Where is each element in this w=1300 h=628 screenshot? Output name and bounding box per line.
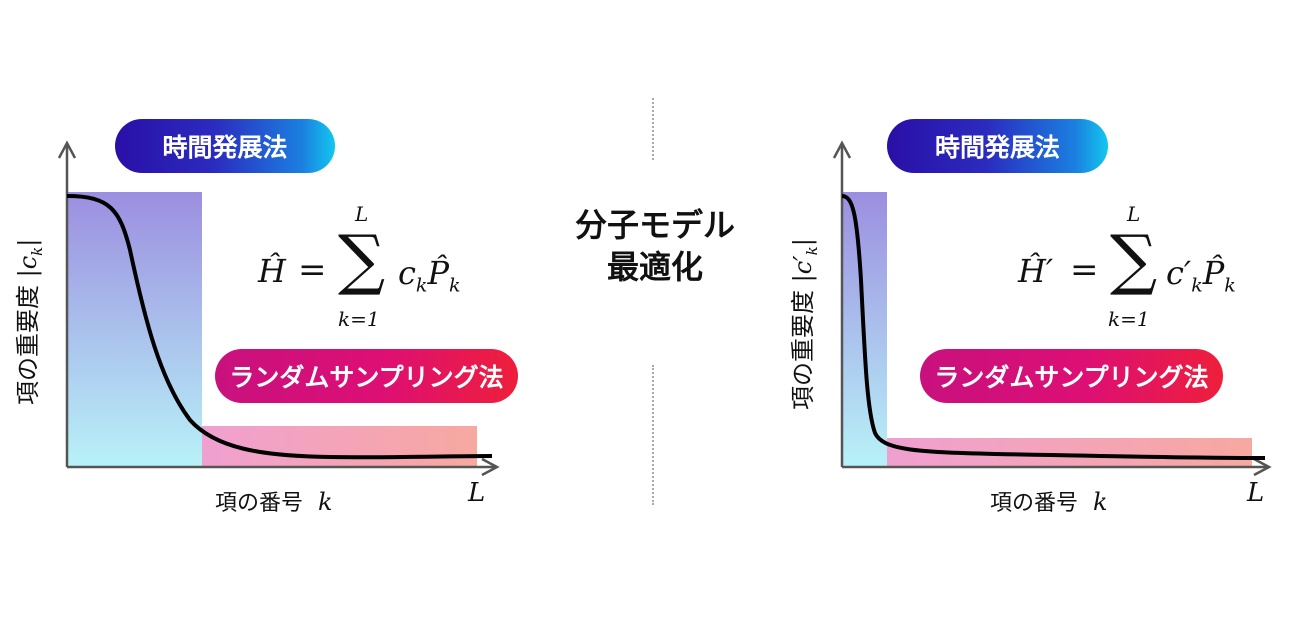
time-evolution-label: 時間発展法 — [887, 119, 1108, 173]
x-axis-label: 項の番号 k — [990, 485, 1108, 517]
formula-lhs: Ĥ′ — [1018, 252, 1054, 290]
y-axis-arrowhead — [57, 140, 77, 159]
right-plot — [832, 140, 1272, 477]
formula-sum-lower: k=1 — [1108, 307, 1150, 331]
formula-coef: c′ — [1166, 254, 1192, 292]
x-axis-arrowhead — [481, 457, 500, 477]
formula-lhs: Ĥ — [258, 252, 286, 290]
center-divider-bottom — [652, 365, 654, 505]
random-sampling-label: ランダムサンプリング法 — [920, 349, 1223, 403]
x-axis-arrowhead — [1253, 457, 1272, 477]
time-evolution-region — [67, 192, 202, 467]
formula-op-sub: k — [1224, 274, 1236, 297]
left-plot — [57, 140, 500, 477]
right-panel: 時間発展法 ランダムサンプリング法 項の重要度 |c′k| 項の番号 k L Ĥ… — [775, 0, 1300, 628]
x-axis-end-label: L — [468, 478, 486, 508]
center-title-line2: 最適化 — [606, 248, 703, 286]
y-axis-label-symbol: |c — [14, 255, 42, 278]
formula-sum-upper: L — [1127, 202, 1141, 226]
formula-op: P̂ — [1202, 254, 1225, 292]
y-axis-label: 項の重要度 |c′k| — [783, 220, 821, 410]
y-axis-arrowhead — [832, 140, 852, 159]
formula-op: P̂ — [427, 254, 449, 292]
random-sampling-label: ランダムサンプリング法 — [215, 349, 518, 403]
importance-curve — [841, 194, 1266, 460]
y-axis-label-sub: k — [802, 246, 821, 256]
y-axis-label-sub: k — [27, 246, 46, 256]
formula-sum: ∑ — [1110, 221, 1158, 298]
formula-sum-lower: k=1 — [338, 307, 380, 331]
time-evolution-label: 時間発展法 — [115, 119, 335, 173]
y-axis-label-close: | — [14, 238, 42, 247]
formula-term: c′kP̂k — [1166, 254, 1236, 296]
formula-coef-sub: k — [1191, 274, 1203, 297]
formula-coef-sub: k — [415, 274, 428, 297]
formula-op-sub: k — [448, 274, 461, 297]
x-axis-label-symbol: k — [318, 488, 333, 516]
x-axis-label-symbol: k — [1093, 488, 1108, 516]
y-axis-label-text: 項の重要度 — [789, 290, 817, 410]
center-divider-top — [652, 98, 654, 160]
x-axis-label-text: 項の番号 — [990, 491, 1079, 516]
hamiltonian-formula: Ĥ = L ∑ k=1 ckP̂k — [258, 200, 498, 335]
formula-equals: = — [1070, 250, 1099, 290]
hamiltonian-formula: Ĥ′ = L ∑ k=1 c′kP̂k — [1018, 200, 1288, 335]
x-axis-label: 項の番号 k — [215, 485, 333, 517]
formula-equals: = — [298, 250, 327, 290]
y-axis-label: 項の重要度 |ck| — [8, 215, 46, 405]
x-axis-end-label: L — [1247, 478, 1265, 508]
center-title-line1: 分子モデル — [574, 206, 735, 244]
y-axis-label-symbol: |c′ — [789, 255, 817, 283]
left-panel: 時間発展法 ランダムサンプリング法 項の重要度 |ck| 項の番号 k L Ĥ … — [8, 119, 518, 517]
formula-term: ckP̂k — [398, 254, 460, 296]
x-axis-label-text: 項の番号 — [215, 491, 304, 516]
importance-curve — [66, 194, 493, 460]
formula-coef: c — [398, 254, 416, 292]
random-sampling-region — [202, 426, 477, 467]
y-axis-label-close: | — [789, 238, 817, 247]
center-title: 分子モデル 最適化 — [540, 204, 770, 288]
formula-sum: ∑ — [338, 221, 386, 298]
y-axis-label-text: 項の重要度 — [14, 285, 42, 405]
formula-sum-upper: L — [355, 202, 369, 226]
